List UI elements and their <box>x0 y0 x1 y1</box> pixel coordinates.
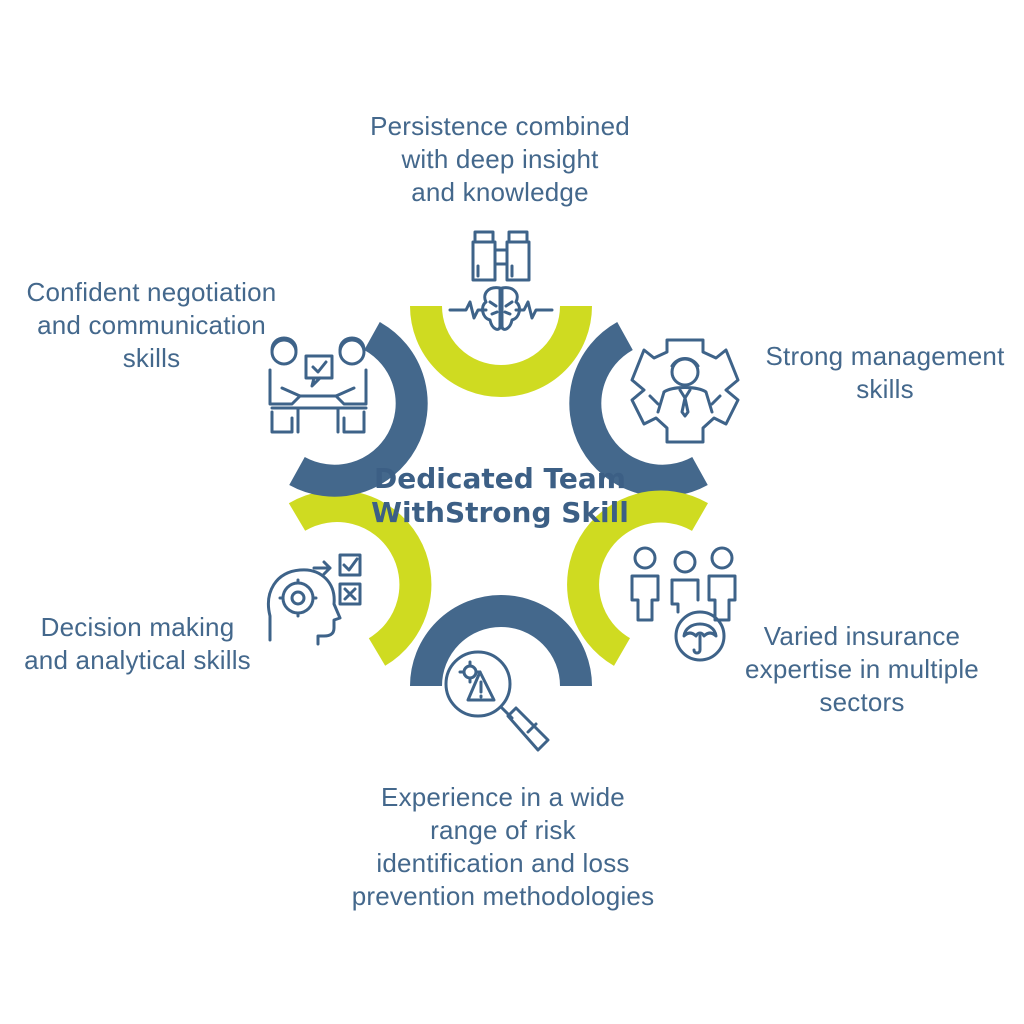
arc-top-right <box>569 322 708 497</box>
manager-gear-icon <box>630 338 740 444</box>
negotiation-icon <box>268 336 368 434</box>
arc-top-left <box>289 322 428 497</box>
head-decision-icon <box>267 553 362 646</box>
risk-magnifier-icon <box>444 650 550 752</box>
team-umbrella-icon <box>630 546 737 662</box>
arc-top <box>410 305 592 397</box>
center-title-line2: WithStrong Skill <box>371 496 629 529</box>
label-management: Strong management skills <box>765 341 1005 404</box>
center-title: Dedicated Team WithStrong Skill <box>340 462 660 530</box>
label-negotiation: Confident negotiation and communication … <box>26 277 277 373</box>
binoculars-brain-icon <box>448 230 554 331</box>
arc-bottom-right <box>567 490 708 666</box>
label-persistence: Persistence combined with deep insight a… <box>370 111 630 207</box>
label-insurance: Varied insurance expertise in multiple s… <box>745 621 979 717</box>
center-title-line1: Dedicated Team <box>374 462 626 495</box>
label-decision: Decision making and analytical skills <box>24 612 251 675</box>
arc-bottom-left <box>288 490 432 666</box>
label-risk-experience: Experience in a wide range of risk ident… <box>351 782 655 911</box>
arc-bottom <box>410 595 592 687</box>
